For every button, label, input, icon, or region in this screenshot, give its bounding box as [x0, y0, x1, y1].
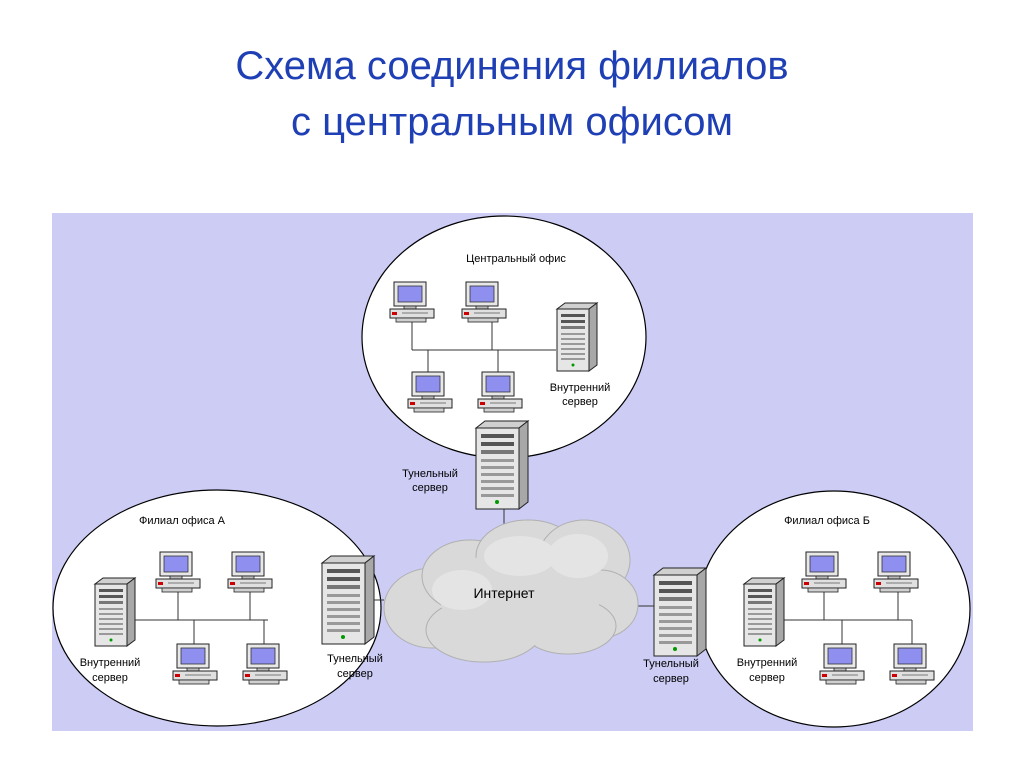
central-office-label: Центральный офис: [466, 253, 566, 265]
branch-b-internal-server: [743, 577, 785, 647]
central-internal-server-label-1: Внутренний: [550, 382, 611, 394]
branch-b-label: Филиал офиса Б: [784, 515, 870, 527]
branch-b-tunnel-server: [653, 567, 707, 657]
central-tunnel-server: [475, 420, 529, 510]
branch-a-internal-server-label-1: Внутренний: [80, 657, 141, 669]
branch-b-tunnel-label-1: Тунельный: [643, 658, 699, 670]
central-lan-lines: [411, 318, 556, 372]
central-tunnel-label-2: сервер: [412, 482, 448, 494]
page-title: Схема соединения филиалов с центральным …: [0, 38, 1024, 150]
branch-a-internal-server-label-2: сервер: [92, 672, 128, 684]
branch-a-internal-server: [94, 577, 136, 647]
branch-a-tunnel-label-1: Тунельный: [327, 653, 383, 665]
branch-b-internal-server-label-2: сервер: [749, 672, 785, 684]
branch-a-tunnel-server: [321, 555, 375, 645]
branch-b-lan-lines: [782, 590, 913, 644]
cloud-highlights: [432, 534, 608, 610]
branch-b-tunnel-label-2: сервер: [653, 673, 689, 685]
central-internal-server-label-2: сервер: [562, 396, 598, 408]
internet-label: Интернет: [473, 585, 535, 601]
title-line-1: Схема соединения филиалов: [235, 44, 789, 88]
branch-a-tunnel-label-2: сервер: [337, 668, 373, 680]
central-internal-server: [556, 302, 598, 372]
branch-a-label: Филиал офиса А: [139, 515, 226, 527]
branch-b-internal-server-label-1: Внутренний: [737, 657, 798, 669]
title-line-2: с центральным офисом: [290, 100, 734, 144]
branch-a-lan-lines: [132, 590, 268, 644]
branch-a-circle: [52, 489, 382, 727]
central-tunnel-label-1: Тунельный: [402, 468, 458, 480]
